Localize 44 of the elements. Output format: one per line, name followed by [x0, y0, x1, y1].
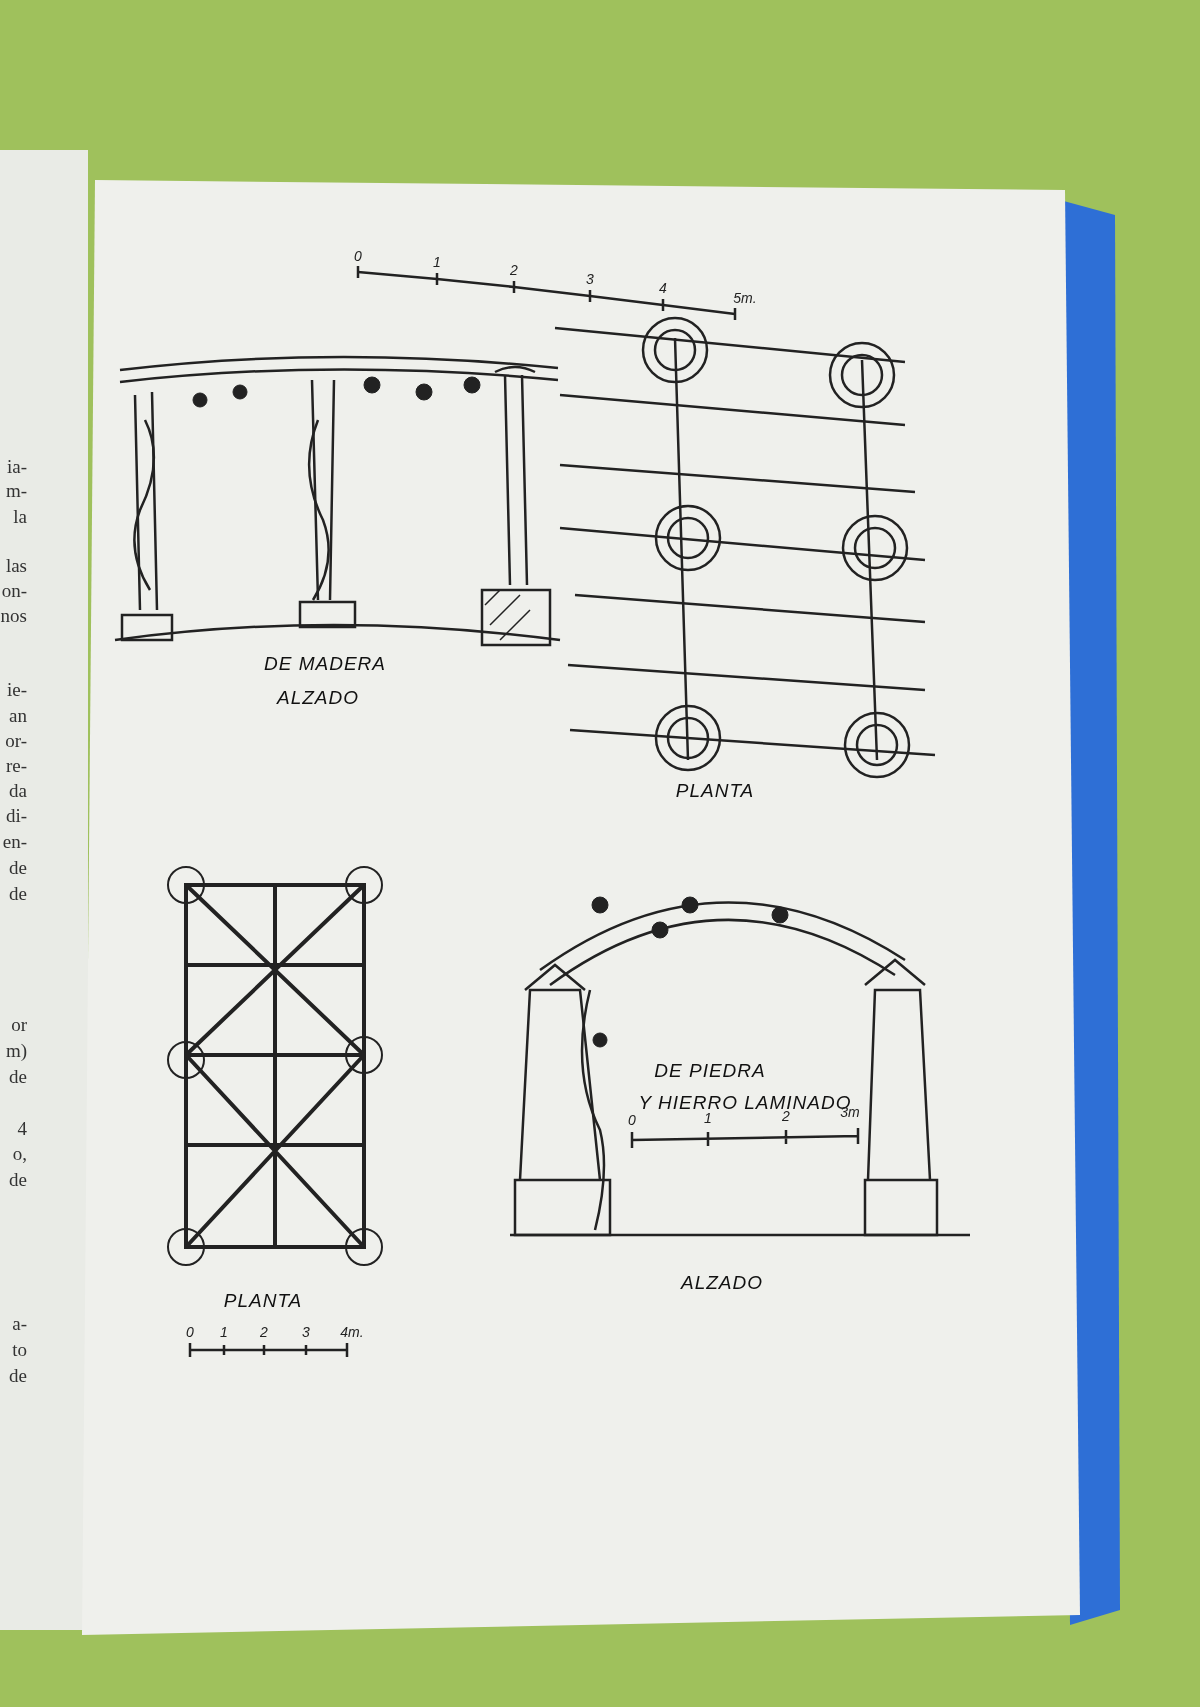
drawing-caption: ALZADO	[681, 1272, 763, 1292]
scale-number: 1	[704, 1111, 712, 1125]
page-text-fragment: da	[9, 780, 27, 800]
page-text-fragment: las	[5, 555, 27, 575]
page-text-fragment: de	[9, 883, 27, 903]
scale-number: 4m.	[340, 1325, 364, 1339]
scale-number: 1	[220, 1325, 228, 1339]
page-text-fragment: a-	[12, 1313, 27, 1333]
scale-number: 2	[782, 1109, 790, 1123]
scale-number: 0	[186, 1325, 194, 1339]
page-text-fragment: m-	[5, 480, 27, 500]
drawing-caption: DE PIEDRA	[654, 1060, 766, 1080]
page-text-fragment: ie-	[6, 679, 27, 699]
drawing-caption: DE MADERA	[264, 653, 386, 673]
page-text-fragment: an	[9, 705, 27, 725]
drawing-caption: PLANTA	[675, 780, 755, 800]
page-text-fragment: to	[12, 1339, 27, 1359]
drawing-caption: PLANTA	[223, 1290, 303, 1310]
page-text-fragment: o,	[12, 1143, 27, 1163]
scale-number: 2	[510, 263, 518, 277]
drawing-caption: ALZADO	[277, 687, 359, 707]
page-text-fragment: ia-	[6, 456, 27, 476]
scale-number: 0	[354, 249, 362, 263]
page-text-fragment: nos	[0, 605, 27, 625]
page-text-fragment: or-	[5, 730, 27, 750]
page-text-fragment: di-	[5, 805, 27, 825]
scale-number: 4	[659, 281, 667, 295]
scale-number: 3	[302, 1325, 310, 1339]
scale-number: 3	[586, 272, 594, 286]
scale-number: 1	[433, 255, 441, 269]
page-text-fragment: de	[9, 1365, 27, 1385]
page-text-fragment: or	[11, 1014, 27, 1034]
page-text-fragment: en-	[2, 831, 27, 851]
page-text-fragment: de	[9, 1169, 27, 1189]
page-text-fragment: m)	[5, 1040, 27, 1060]
scale-number: 5m.	[733, 291, 757, 305]
scale-number: 0	[628, 1113, 636, 1127]
page-text-fragment: 4	[17, 1118, 27, 1138]
scale-number: 2	[260, 1325, 268, 1339]
page-text-fragment: re-	[5, 755, 27, 775]
page-text-fragment: on-	[1, 580, 27, 600]
page-text-fragment: la	[13, 506, 27, 526]
page-text-fragment: de	[9, 857, 27, 877]
page-text-fragment: de	[9, 1066, 27, 1086]
